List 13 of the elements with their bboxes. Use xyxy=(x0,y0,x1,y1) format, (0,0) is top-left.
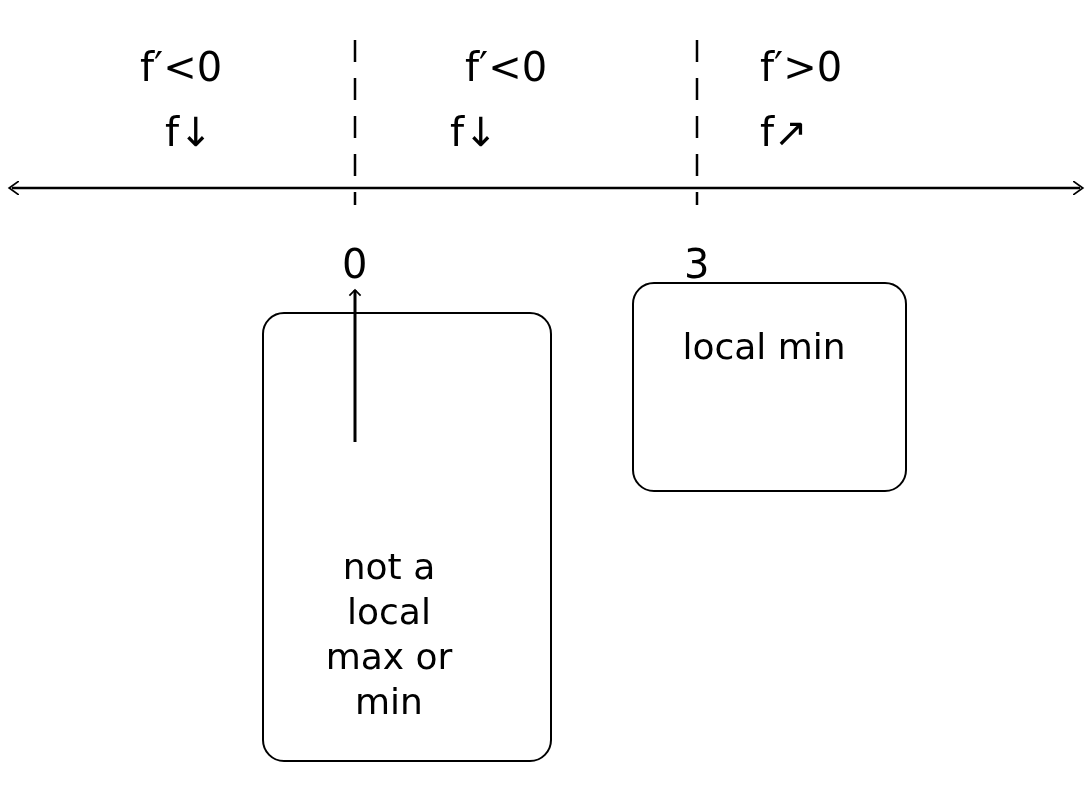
trend-label: f↗ xyxy=(760,110,808,154)
trend-label: f↓ xyxy=(165,110,213,154)
sign-label: f′<0 xyxy=(140,45,223,89)
tick-label: 0 xyxy=(342,242,368,286)
sign-label: f′>0 xyxy=(760,45,843,89)
note-text: not a local max or min xyxy=(324,545,454,724)
note-box xyxy=(262,312,552,762)
tick-label: 3 xyxy=(684,242,710,286)
sign-label: f′<0 xyxy=(465,45,548,89)
note-box xyxy=(632,282,907,492)
trend-label: f↓ xyxy=(450,110,498,154)
arrow xyxy=(348,289,362,442)
note-text: local min xyxy=(681,325,847,369)
